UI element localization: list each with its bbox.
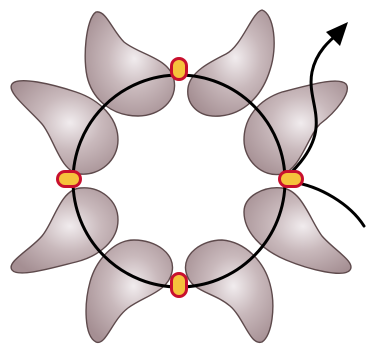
thread-exit-up — [284, 30, 342, 180]
petal-top-right — [187, 9, 275, 117]
arrow-up-icon — [326, 22, 348, 46]
petal-left-upper — [10, 80, 119, 175]
petal-bottom-right — [184, 239, 274, 343]
petal-top-left — [84, 11, 176, 117]
bead-bottom — [170, 272, 188, 298]
petal-left-lower — [10, 187, 119, 274]
bead-top — [170, 57, 188, 81]
petal-bottom-left — [85, 239, 174, 343]
thread-loop — [71, 73, 287, 289]
bead-right — [278, 170, 304, 188]
petal-group — [10, 9, 352, 343]
bead-left — [56, 170, 82, 188]
petal-right-lower — [243, 187, 352, 274]
petal-right-upper — [243, 80, 348, 176]
